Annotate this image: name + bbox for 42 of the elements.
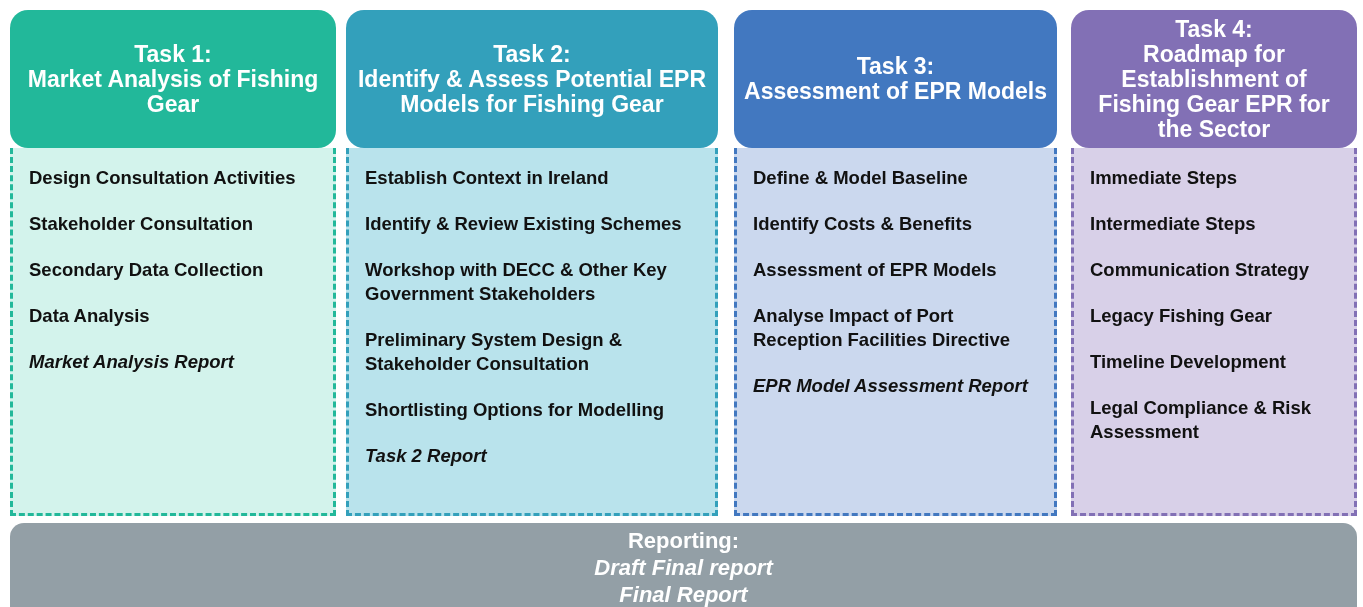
- task-step: Assessment of EPR Models: [753, 258, 1038, 282]
- task-header: [1071, 10, 1357, 148]
- report-item: Market Analysis Report: [29, 350, 236, 374]
- task-number: Task 2:: [492, 41, 572, 67]
- task-step: Timeline Development: [1090, 350, 1338, 374]
- task-step: Establish Context in Ireland: [365, 166, 699, 190]
- task-step: Design Consultation Activities: [29, 166, 317, 190]
- reporting-band: [10, 523, 1357, 607]
- task-number: Task 4:: [1174, 16, 1254, 42]
- task-step: Identify Costs & Benefits: [753, 212, 1038, 236]
- task-step: Preliminary System Design & Stakeholder Consultation: [365, 328, 699, 376]
- task-step: Secondary Data Collection: [29, 258, 317, 282]
- task-step: Data Analysis: [29, 304, 317, 328]
- task-step: Intermediate Steps: [1090, 212, 1338, 236]
- task-number: Task 1:: [133, 41, 213, 67]
- task-title: Market Analysis of Fishing Gear: [26, 66, 320, 117]
- task-step: Communication Strategy: [1090, 258, 1338, 282]
- report-item: Task 2 Report: [365, 444, 489, 468]
- task-step: Shortlisting Options for Modelling: [365, 398, 699, 422]
- report-item: Draft Final report: [593, 554, 775, 581]
- task-step: Legal Compliance & Risk Assessment: [1090, 396, 1338, 444]
- task-panel: [346, 148, 718, 516]
- task-title: Roadmap for Establishment of Fishing Gear EPR for the Sector: [1097, 41, 1331, 142]
- band-title: Reporting:: [626, 527, 741, 554]
- task-panel: [734, 148, 1057, 516]
- report-item: EPR Model Assessment Report: [753, 374, 1030, 398]
- task-step: Immediate Steps: [1090, 166, 1338, 190]
- task-step: Workshop with DECC & Other Key Government Stakeholders: [365, 258, 699, 306]
- report-item: Final Report: [618, 581, 750, 607]
- task-step: Stakeholder Consultation: [29, 212, 317, 236]
- task-panel: [10, 148, 336, 516]
- task-header: [346, 10, 718, 148]
- task-panel: [1071, 148, 1357, 516]
- task-title: Identify & Assess Potential EPR Models for Fishing Gear: [356, 66, 708, 117]
- task-step: Identify & Review Existing Schemes: [365, 212, 699, 236]
- task-step: Analyse Impact of Port Reception Facilities Directive: [753, 304, 1038, 352]
- task-title: Assessment of EPR Models: [744, 79, 1047, 104]
- task-step: Define & Model Baseline: [753, 166, 1038, 190]
- task-header: [734, 10, 1057, 148]
- task-number: Task 3:: [855, 54, 936, 79]
- task-step: Legacy Fishing Gear: [1090, 304, 1338, 328]
- task-header: [10, 10, 336, 148]
